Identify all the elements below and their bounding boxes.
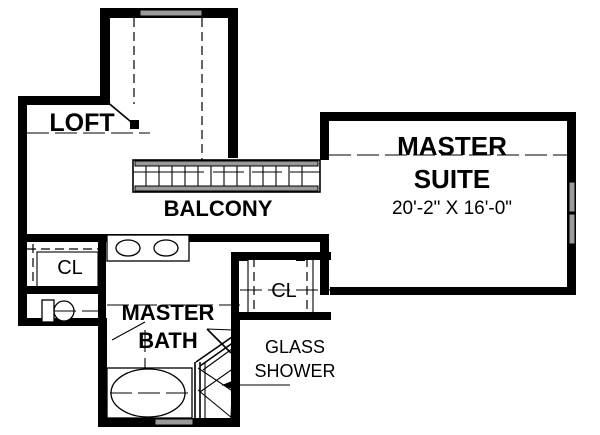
window-bath-bottom <box>154 418 194 426</box>
closet-upper-box <box>36 251 99 293</box>
upper-room-detail <box>105 18 203 160</box>
toilet-tank <box>41 299 55 323</box>
shower-glass-diag-2 <box>199 341 235 367</box>
wall-loft-left <box>18 96 27 234</box>
staircase <box>132 159 321 193</box>
label-master-bath-line2: BATH <box>138 328 197 353</box>
wall-closet-bottom <box>18 286 106 294</box>
shower-leader-arrow <box>222 381 232 389</box>
label-master-bath-line1: MASTER <box>122 300 215 325</box>
window-right-1 <box>568 181 576 213</box>
window-group <box>139 9 576 426</box>
closet-lower-door-jamb-1 <box>239 252 248 261</box>
shower-diag-c <box>197 389 233 419</box>
window-right-2 <box>568 213 576 245</box>
label-glass-shower-line1: GLASS <box>265 337 325 357</box>
wall-master-suite-left-lower <box>320 236 329 295</box>
glass-shower-enclosure <box>194 336 290 419</box>
wall-lower-closet-left <box>231 252 239 320</box>
sink-basin-right <box>153 239 179 257</box>
wall-lower-closet-top <box>231 252 331 260</box>
shower-glass-diag-3 <box>202 345 237 371</box>
closet-upper-detail <box>27 244 106 293</box>
bath-door-swing <box>206 328 232 354</box>
stair-bottom-rail <box>134 185 319 192</box>
wall-bath-left <box>18 234 27 326</box>
wall-master-suite-left-upper <box>320 112 329 160</box>
label-loft: LOFT <box>49 109 114 137</box>
leader-group <box>111 321 146 341</box>
shower-diag-b <box>230 343 235 419</box>
stair-treads <box>145 166 303 186</box>
wall-master-bath-left <box>98 318 107 426</box>
shower-diag-a <box>197 367 235 393</box>
label-balcony: BALCONY <box>164 196 273 221</box>
shower-glass-diag-1 <box>195 336 233 363</box>
label-master-suite-line2: SUITE <box>414 164 491 194</box>
wall-master-suite-bottom <box>330 287 576 295</box>
wall-lower-closet-bottom <box>231 312 331 320</box>
wall-master-bath-right <box>231 318 240 427</box>
closet-lower-door-jamb-2 <box>296 252 305 261</box>
toilet <box>41 299 100 323</box>
stair-top-rail <box>134 160 319 167</box>
door-jamb-loft <box>130 120 139 129</box>
label-master-suite-line1: MASTER <box>397 131 507 161</box>
wall-toilet-alcove-bottom <box>18 318 106 326</box>
window-top <box>139 9 203 17</box>
label-group: LOFT BALCONY MASTER SUITE 20'-2" X 16'-0… <box>49 109 512 381</box>
label-master-suite-dimensions: 20'-2" X 16'-0" <box>392 198 512 219</box>
label-closet-lower: CL <box>271 280 297 302</box>
wall-closet-right <box>98 242 106 293</box>
bath-leader-line <box>111 321 146 341</box>
wall-master-suite-top <box>320 112 576 121</box>
wall-toilet-alcove-right <box>98 294 106 326</box>
wall-loft-top <box>18 96 110 105</box>
bathtub <box>106 367 193 419</box>
centerline-group <box>27 132 576 418</box>
shower-diag-d <box>199 367 235 393</box>
double-vanity <box>106 234 190 262</box>
label-glass-shower-line2: SHOWER <box>255 361 336 381</box>
sink-basin-left <box>115 239 141 257</box>
closet-lower-detail <box>206 252 314 354</box>
bath-door-leaf <box>206 328 234 331</box>
stair-outline <box>132 159 321 193</box>
label-closet-upper: CL <box>57 257 83 279</box>
wall-upper-room-left <box>100 8 110 104</box>
wall-upper-room-right <box>228 8 238 158</box>
